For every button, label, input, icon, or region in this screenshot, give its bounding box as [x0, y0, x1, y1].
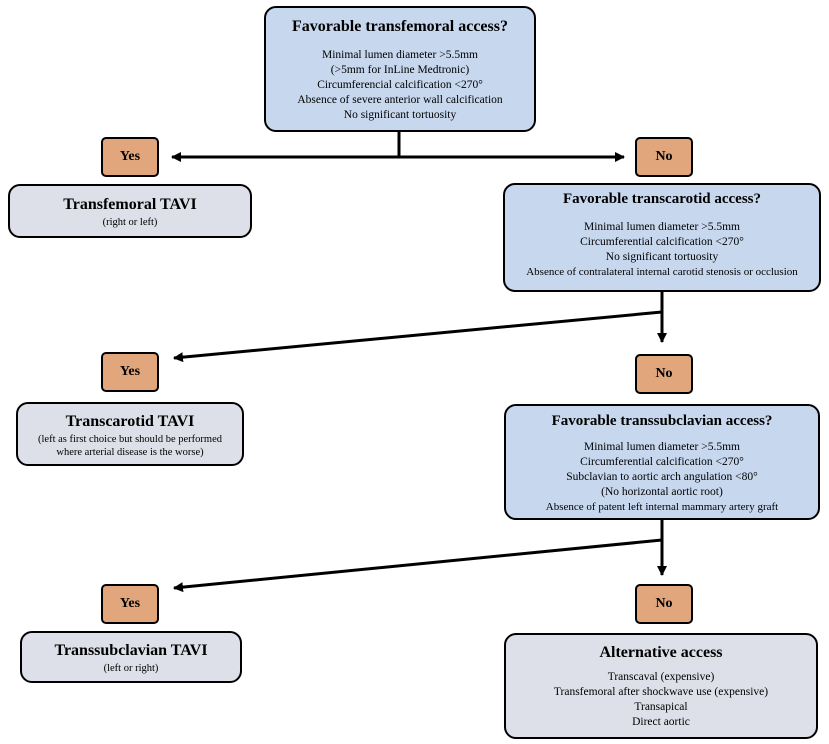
criterion-line: No significant tortuosity — [605, 251, 719, 263]
criterion-line: Circumferencial calcification <270° — [317, 79, 483, 91]
result-note: (left as first choice but should be perf… — [38, 434, 222, 445]
criterion-line: No significant tortuosity — [343, 109, 457, 121]
question-transsubclavian-title: Favorable transsubclavian access? — [551, 413, 773, 429]
result-transfemoral-tavi-title: Transfemoral TAVI — [63, 196, 197, 213]
result-transcarotid-tavi-title: Transcarotid TAVI — [65, 413, 195, 430]
alternative-line: Transapical — [634, 701, 688, 713]
result-note: (left or right) — [103, 663, 159, 674]
criterion-line: Minimal lumen diameter >5.5mm — [584, 441, 740, 453]
alternative-line: Direct aortic — [632, 716, 690, 728]
criterion-line: Absence of severe anterior wall calcific… — [297, 94, 503, 106]
question-transfemoral: Favorable transfemoral access? Minimal l… — [264, 6, 536, 132]
no-label-2: No — [635, 354, 693, 394]
alternative-access: Alternative access Transcaval (expensive… — [504, 633, 818, 739]
question-transfemoral-title: Favorable transfemoral access? — [292, 18, 508, 35]
yes-label-1: Yes — [101, 137, 159, 177]
no-label-3: No — [635, 584, 693, 624]
result-note: (right or left) — [102, 217, 158, 228]
criterion-line: Minimal lumen diameter >5.5mm — [584, 221, 740, 233]
yes-label-3: Yes — [101, 584, 159, 624]
criterion-line: (No horizontal aortic root) — [601, 486, 723, 498]
alternative-line: Transcaval (expensive) — [607, 671, 715, 683]
question-transcarotid: Favorable transcarotid access? Minimal l… — [503, 183, 821, 292]
result-note: where arterial disease is the worse) — [56, 447, 204, 458]
criterion-line: Circumferential calcification <270° — [580, 456, 744, 468]
criterion-line: Minimal lumen diameter >5.5mm — [322, 49, 478, 61]
result-transfemoral-tavi: Transfemoral TAVI (right or left) — [8, 184, 252, 238]
question-transsubclavian: Favorable transsubclavian access? Minima… — [504, 404, 820, 520]
criterion-line: Absence of contralateral internal caroti… — [526, 266, 798, 278]
result-transcarotid-tavi: Transcarotid TAVI (left as first choice … — [16, 402, 244, 466]
criterion-line: (>5mm for InLine Medtronic) — [330, 64, 470, 76]
alternative-access-title: Alternative access — [599, 644, 723, 661]
criterion-line: Absence of patent left internal mammary … — [545, 501, 779, 513]
result-transsubclavian-tavi-title: Transsubclavian TAVI — [54, 642, 208, 659]
no-label-1: No — [635, 137, 693, 177]
criterion-line: Circumferential calcification <270° — [580, 236, 744, 248]
result-transsubclavian-tavi: Transsubclavian TAVI (left or right) — [20, 631, 242, 683]
yes-label-2: Yes — [101, 352, 159, 392]
arrow-q2-yes — [173, 310, 663, 363]
criterion-line: Subclavian to aortic arch angulation <80… — [566, 471, 758, 483]
arrow-q3-yes — [173, 538, 663, 593]
alternative-line: Transfemoral after shockwave use (expens… — [553, 686, 769, 698]
question-transcarotid-title: Favorable transcarotid access? — [562, 191, 762, 207]
